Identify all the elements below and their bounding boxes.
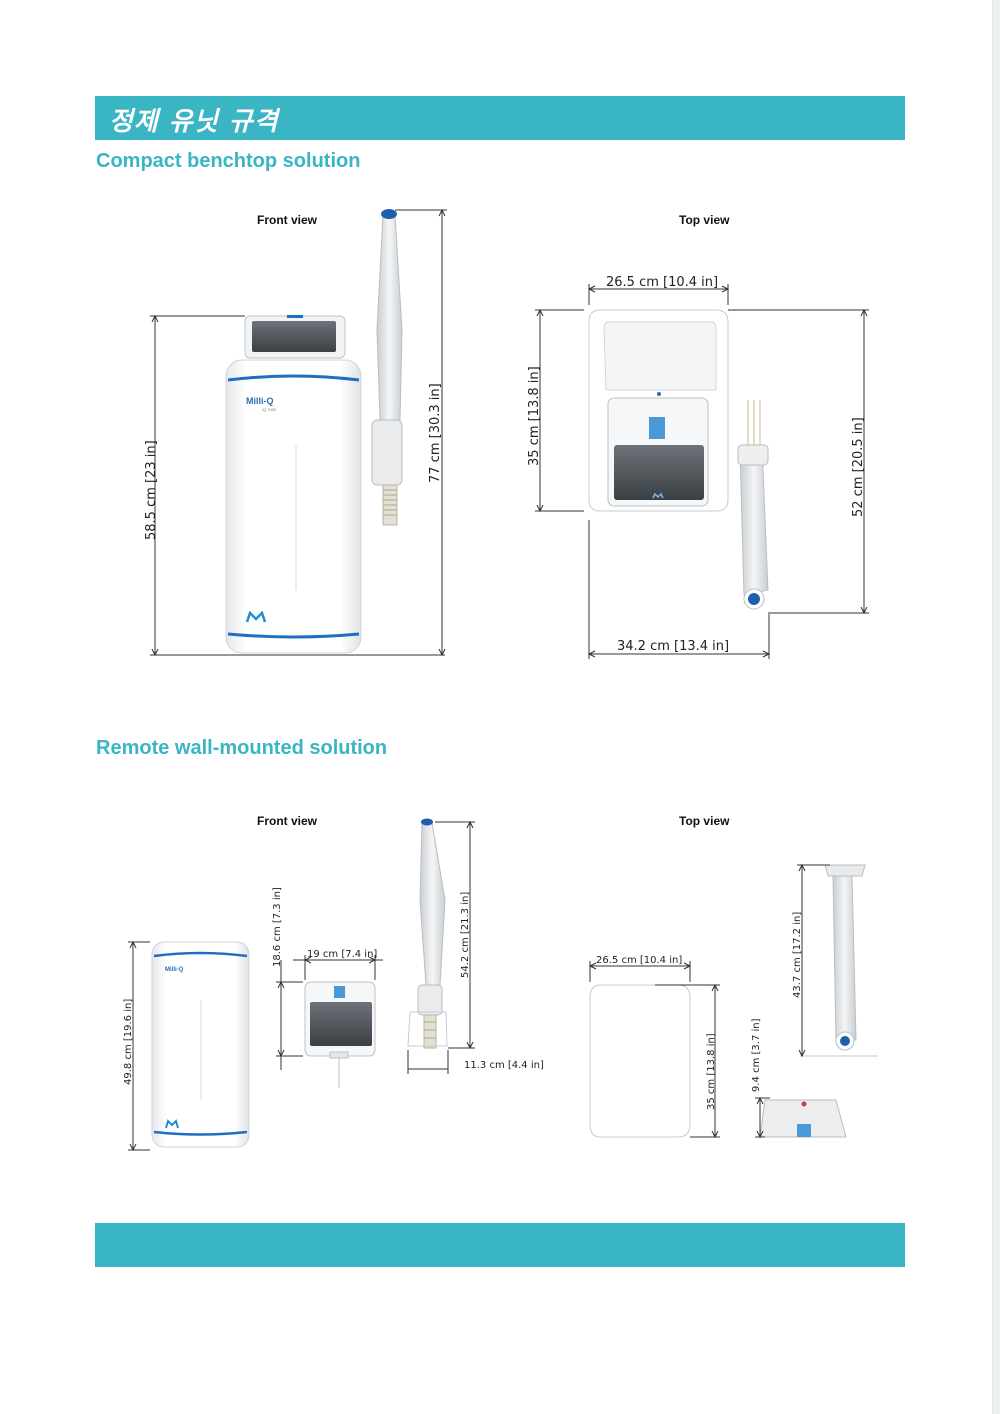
dim-top-depth: 35 cm [13.8 in] — [706, 1033, 717, 1110]
dim-dispenser-base: 9.4 cm [3.7 in] — [751, 1018, 762, 1092]
merck-logo-icon — [165, 1119, 179, 1129]
brand-logo: Milli-Q — [165, 967, 184, 973]
benchtop-top-unit — [588, 309, 769, 610]
dim-body-height: 58.5 cm [23 in] — [144, 440, 159, 540]
dim-total-height: 77 cm [30.3 in] — [428, 383, 443, 483]
touchscreen — [614, 445, 704, 500]
benchtop-front-dimensions — [150, 208, 447, 657]
benchtop-top-dimensions — [535, 284, 869, 659]
wall-front-dimensions — [128, 820, 475, 1152]
footer-banner — [95, 1223, 905, 1267]
dim-top-depth: 35 cm [13.8 in] — [527, 366, 542, 466]
wall-top-unit — [589, 864, 878, 1138]
top-view-label: Top view — [679, 213, 730, 227]
model-name: IQ 7003 — [262, 407, 277, 412]
section-heading-benchtop: Compact benchtop solution — [96, 150, 361, 172]
benchtop-front-unit: Milli-Q IQ 7003 — [225, 209, 403, 654]
dim-panel-height: 18.6 cm [7.3 in] — [272, 887, 283, 967]
front-view-label: Front view — [257, 213, 318, 227]
dim-body-height: 49.8 cm [19.6 in] — [123, 999, 134, 1085]
brand-logo: Milli-Q — [246, 396, 274, 406]
wall-top-dimensions — [588, 863, 830, 1139]
dim-panel-width: 19 cm [7.4 in] — [307, 949, 377, 960]
dim-dispenser-depth: 43.7 cm [17.2 in] — [792, 912, 803, 998]
top-view-label: Top view — [679, 814, 730, 828]
dim-dispenser-height: 54.2 cm [21.3 in] — [460, 892, 471, 978]
touchscreen — [310, 1002, 372, 1046]
dim-top-width: 26.5 cm [10.4 in] — [596, 955, 682, 966]
dim-dispenser-width: 11.3 cm [4.4 in] — [464, 1060, 544, 1071]
title-banner: 정제 유닛 규격 — [95, 96, 905, 140]
dim-top-total-width: 34.2 cm [13.4 in] — [617, 639, 729, 654]
section-heading-wall: Remote wall-mounted solution — [96, 737, 388, 759]
front-view-label: Front view — [257, 814, 318, 828]
dim-top-total-depth: 52 cm [20.5 in] — [851, 417, 866, 517]
dim-top-width: 26.5 cm [10.4 in] — [606, 275, 718, 290]
banner-title: 정제 유닛 규격 — [109, 107, 279, 137]
merck-logo-icon — [245, 610, 267, 623]
touchscreen — [252, 321, 336, 352]
page-edge — [992, 0, 1000, 1414]
wall-front-unit: Milli-Q — [151, 818, 448, 1148]
